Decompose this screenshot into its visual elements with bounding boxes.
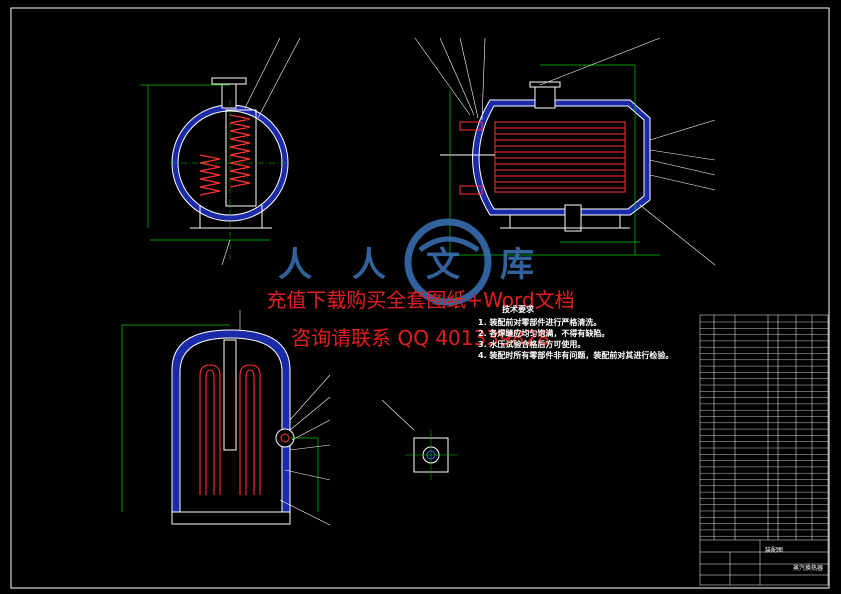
top-view-coil: [199, 364, 261, 495]
side-view-coil: [229, 114, 251, 188]
detail-view: [381, 399, 458, 480]
watermark-line-1: 充值下载购买全套图纸+Word文档: [266, 288, 575, 312]
parts-list: [699, 314, 829, 586]
top-view: [121, 310, 331, 526]
logo: [404, 218, 492, 306]
title-block-drawing-name: 蒸汽换热器: [793, 564, 823, 572]
title-block-subtitle: 装配图: [765, 546, 783, 554]
title-block: [700, 539, 828, 585]
tech-req-item-3: 3. 水压试验合格后方可使用。: [478, 340, 586, 349]
watermark-line-2: 咨询请联系 QQ 401339828: [291, 326, 550, 350]
front-view: [414, 37, 716, 266]
tech-req-title: 技术要求: [502, 305, 534, 314]
logo-text: 人人文库: [278, 245, 574, 285]
tech-req-item-1: 1. 装配前对零部件进行严格清洗。: [478, 318, 602, 327]
front-view-tube-bundle: [494, 121, 626, 193]
tech-req-item-2: 2. 各焊缝应均匀饱满，不得有缺陷。: [478, 329, 610, 338]
parts-list-rows: [700, 321, 828, 537]
tech-req-item-4: 4. 装配时所有零部件非有问题，装配前对其进行检验。: [478, 351, 674, 360]
drawing-frame: [10, 7, 830, 589]
side-view: [140, 37, 301, 266]
